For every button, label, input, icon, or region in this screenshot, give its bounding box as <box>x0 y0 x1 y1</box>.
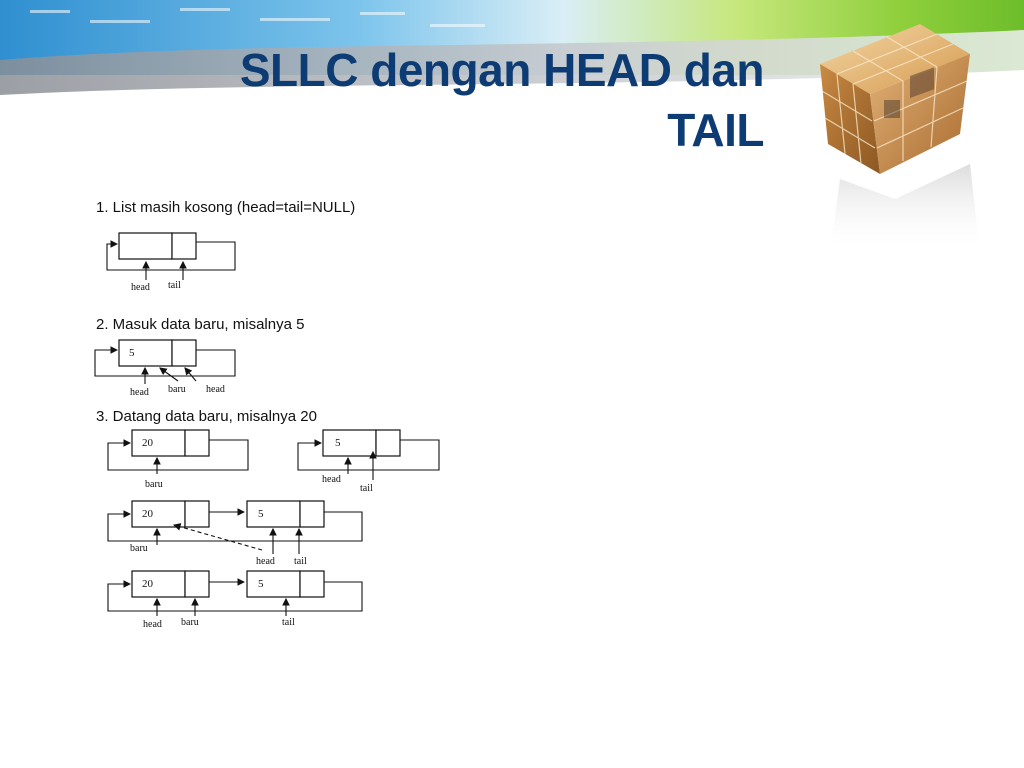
pointer-tail: tail <box>360 483 373 494</box>
node-value: 5 <box>129 347 135 359</box>
pointer-head: head <box>322 474 341 485</box>
pointer-head: head <box>256 556 275 567</box>
pointer-head: head <box>131 282 150 293</box>
node-value-20: 20 <box>142 578 154 590</box>
diagram-empty-list: head tail <box>106 232 236 293</box>
pointer-head: head <box>143 619 162 630</box>
slide-title: SLLC dengan HEAD dan TAIL <box>239 40 765 160</box>
node-value: 20 <box>142 437 154 449</box>
slide-title-line-1: SLLC dengan HEAD dan <box>239 44 765 96</box>
pointer-baru: baru <box>130 543 148 554</box>
slide-title-line-2: TAIL <box>667 104 764 156</box>
step-1-label: 1. List masih kosong (head=tail=NULL) <box>96 199 355 216</box>
pointer-baru: baru <box>168 384 186 395</box>
diagram-existing-node-5: 5 head tail <box>297 429 440 494</box>
diagram-link-20-to-5: 20 5 baru head tail <box>107 500 363 567</box>
step-2-label: 2. Masuk data baru, misalnya 5 <box>96 316 304 333</box>
step-3-label: 3. Datang data baru, misalnya 20 <box>96 408 317 425</box>
diagram-final-list: 20 5 head baru tail <box>107 570 363 630</box>
photo-cube-icon <box>820 24 980 254</box>
pointer-head-2: head <box>206 384 225 395</box>
node-value: 5 <box>335 437 341 449</box>
pointer-head: head <box>130 387 149 398</box>
node-value-5: 5 <box>258 508 264 520</box>
diagram-new-node-20: 20 baru <box>107 429 249 490</box>
pointer-baru: baru <box>181 617 199 628</box>
pointer-tail: tail <box>168 280 181 291</box>
header-banner <box>0 0 1024 190</box>
pointer-tail: tail <box>282 617 295 628</box>
pointer-tail: tail <box>294 556 307 567</box>
diagram-insert-5: 5 head baru head <box>94 339 236 398</box>
pointer-baru: baru <box>145 479 163 490</box>
node-value-20: 20 <box>142 508 154 520</box>
node-value-5: 5 <box>258 578 264 590</box>
